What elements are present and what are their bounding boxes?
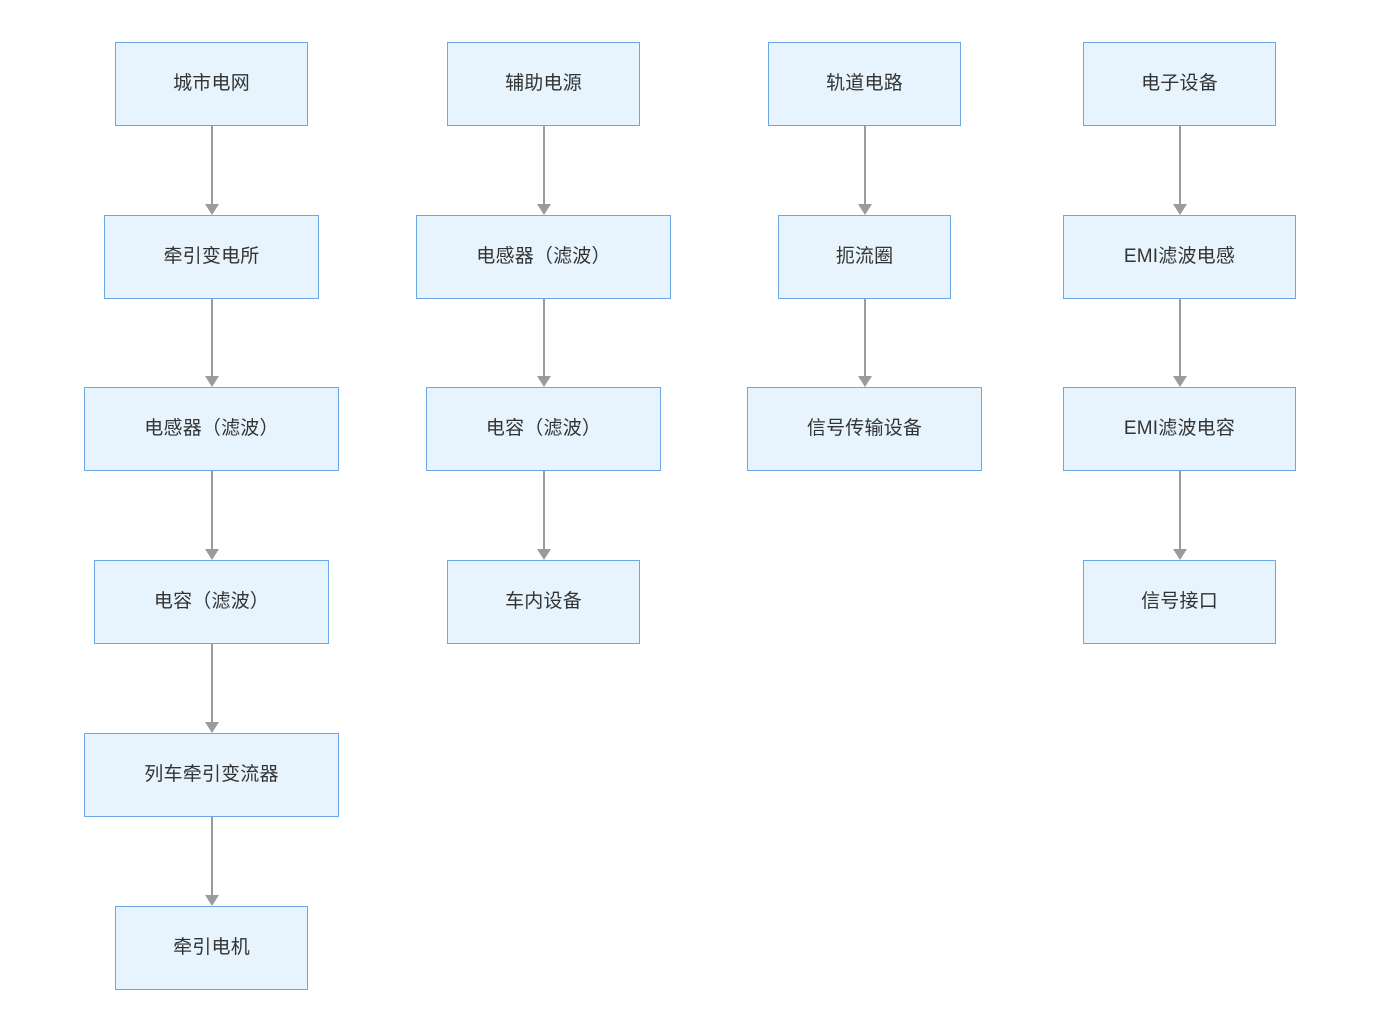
- flow-edge: [537, 299, 551, 387]
- flow-edge: [537, 471, 551, 560]
- arrowhead-icon: [537, 376, 551, 387]
- flow-node[interactable]: 信号接口: [1083, 560, 1276, 644]
- flow-node[interactable]: 列车牵引变流器: [84, 733, 339, 817]
- arrowhead-icon: [1173, 204, 1187, 215]
- arrowhead-icon: [537, 204, 551, 215]
- arrowhead-icon: [205, 549, 219, 560]
- flow-node[interactable]: 信号传输设备: [747, 387, 982, 471]
- arrowhead-icon: [537, 549, 551, 560]
- arrowhead-icon: [205, 722, 219, 733]
- flow-node[interactable]: 轨道电路: [768, 42, 961, 126]
- flow-edge: [858, 299, 872, 387]
- flow-node[interactable]: 扼流圈: [778, 215, 951, 299]
- flow-node[interactable]: EMI滤波电容: [1063, 387, 1296, 471]
- flow-node[interactable]: 电感器（滤波）: [416, 215, 671, 299]
- flow-node-label: 列车牵引变流器: [144, 763, 279, 785]
- flow-edge: [205, 817, 219, 906]
- flow-node[interactable]: 牵引电机: [115, 906, 308, 990]
- arrowhead-icon: [1173, 376, 1187, 387]
- flow-node-label: 扼流圈: [835, 245, 894, 267]
- flow-node[interactable]: 电容（滤波）: [426, 387, 661, 471]
- arrowhead-icon: [205, 895, 219, 906]
- flow-edge: [1173, 299, 1187, 387]
- flow-node-label: 电容（滤波）: [485, 417, 602, 439]
- flow-node[interactable]: 车内设备: [447, 560, 640, 644]
- flow-edge: [1173, 126, 1187, 215]
- flow-node-label: 电容（滤波）: [153, 590, 270, 612]
- flow-node[interactable]: EMI滤波电感: [1063, 215, 1296, 299]
- flow-node[interactable]: 辅助电源: [447, 42, 640, 126]
- flow-edge: [205, 299, 219, 387]
- flow-node-label: EMI滤波电容: [1123, 417, 1236, 439]
- flow-edge: [858, 126, 872, 215]
- flow-edge: [205, 126, 219, 215]
- flow-node[interactable]: 电感器（滤波）: [84, 387, 339, 471]
- flow-node[interactable]: 电子设备: [1083, 42, 1276, 126]
- flow-node-label: 信号接口: [1141, 590, 1218, 612]
- flow-node[interactable]: 城市电网: [115, 42, 308, 126]
- flow-edge: [1173, 471, 1187, 560]
- arrowhead-icon: [858, 204, 872, 215]
- flow-edge: [205, 644, 219, 733]
- arrowhead-icon: [858, 376, 872, 387]
- arrowhead-icon: [1173, 549, 1187, 560]
- flow-node-label: 牵引电机: [173, 936, 250, 958]
- flow-edge: [205, 471, 219, 560]
- flow-node-label: 车内设备: [505, 590, 582, 612]
- flow-edge: [537, 126, 551, 215]
- flow-node-label: 电感器（滤波）: [144, 417, 279, 439]
- flow-node-label: 辅助电源: [505, 72, 582, 94]
- flow-node-label: 信号传输设备: [806, 417, 923, 439]
- flow-node-label: EMI滤波电感: [1123, 245, 1236, 267]
- arrowhead-icon: [205, 376, 219, 387]
- flow-node-label: 牵引变电所: [163, 245, 260, 267]
- flow-node-label: 城市电网: [173, 72, 250, 94]
- flow-node[interactable]: 电容（滤波）: [94, 560, 329, 644]
- flow-node-label: 轨道电路: [826, 72, 903, 94]
- arrowhead-icon: [205, 204, 219, 215]
- flow-node-label: 电感器（滤波）: [476, 245, 611, 267]
- flow-node-label: 电子设备: [1141, 72, 1218, 94]
- flow-node[interactable]: 牵引变电所: [104, 215, 319, 299]
